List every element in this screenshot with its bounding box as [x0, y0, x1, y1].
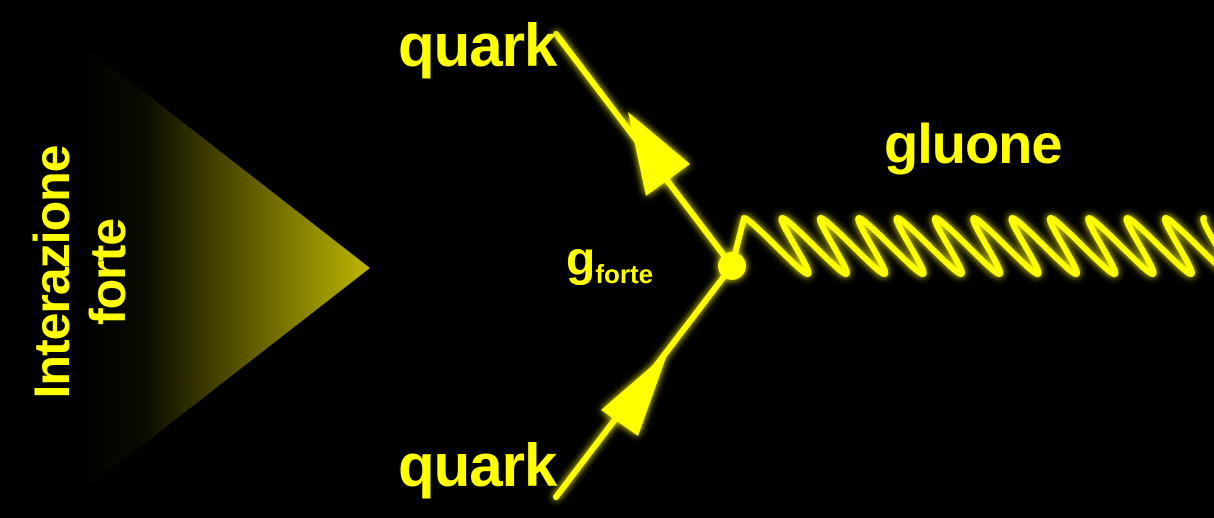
interaction-title: Interazione forte: [24, 146, 136, 399]
interaction-title-line1: Interazione: [24, 146, 80, 399]
interaction-title-line2: forte: [80, 146, 136, 399]
coupling-constant: gforte: [566, 236, 653, 284]
coupling-symbol: g: [566, 233, 595, 286]
arrow-outgoing: [628, 112, 690, 196]
gluon-line: [732, 218, 1214, 274]
quark-label-incoming: quark: [398, 436, 556, 496]
coupling-subscript: forte: [595, 259, 653, 289]
interaction-vertex: [718, 252, 746, 280]
quark-label-outgoing: quark: [398, 16, 556, 76]
gluon-label: gluone: [884, 116, 1062, 172]
